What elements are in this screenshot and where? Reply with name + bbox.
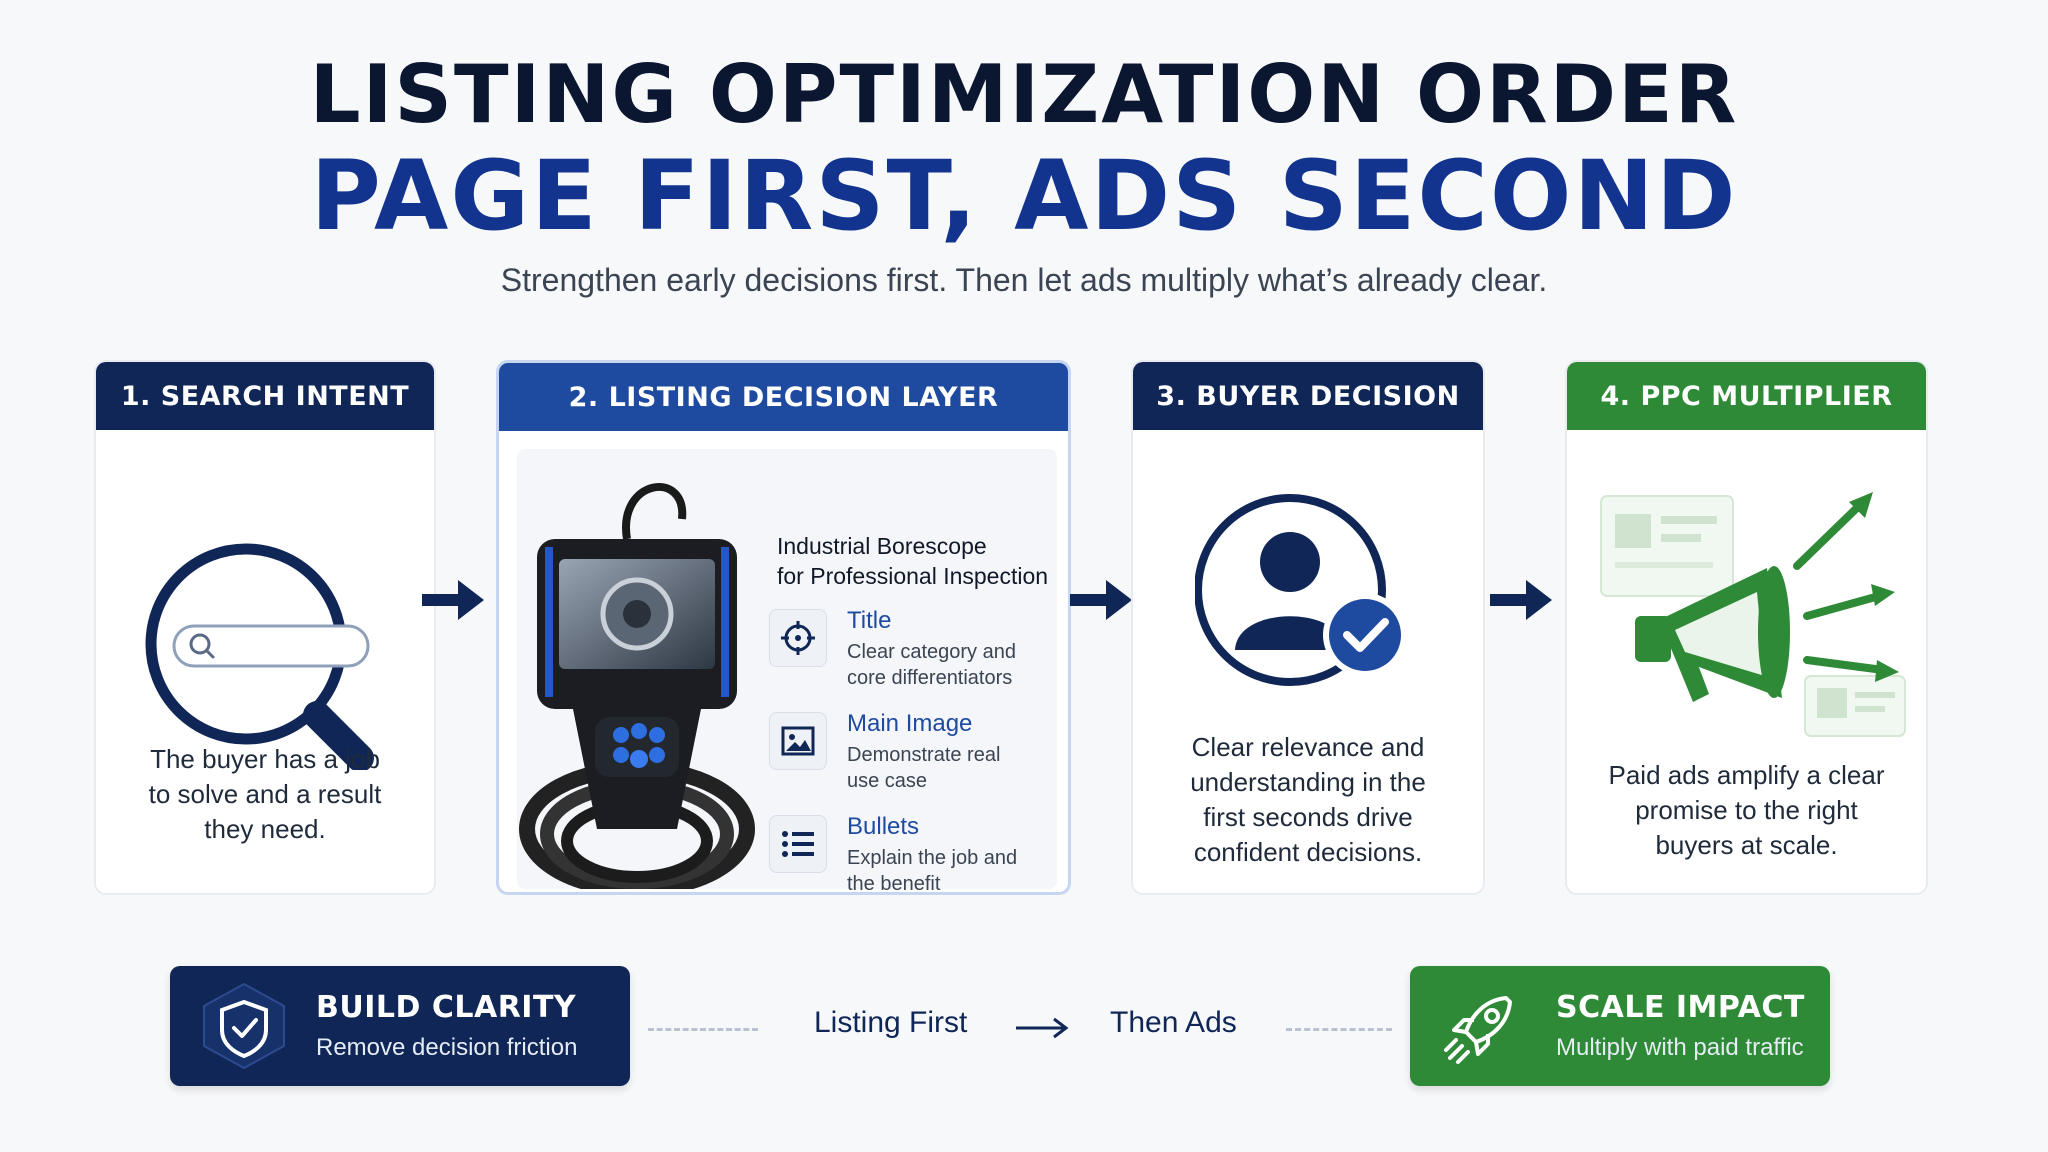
magnifier-search-icon <box>145 543 374 770</box>
shield-check-icon <box>203 982 285 1070</box>
step-text-line: promise to the right <box>1635 795 1858 825</box>
feature-bullets: Bullets Explain the job and the benefit <box>769 813 1059 895</box>
image-icon <box>769 712 827 770</box>
step-text-line: buyers at scale. <box>1655 830 1838 860</box>
arrow-right-icon <box>1490 580 1552 620</box>
step-text-line: they need. <box>204 814 326 844</box>
step-label: 3. BUYER DECISION <box>1133 362 1483 430</box>
feature-main-image: Main Image Demonstrate real use case <box>769 710 1059 808</box>
step-card-buyer-decision: 3. BUYER DECISION Clear relevance and un… <box>1131 360 1485 895</box>
step-text-line: The buyer has a job <box>150 744 380 774</box>
megaphone-ads-icon <box>1600 492 1906 737</box>
dashed-connector <box>648 1028 758 1031</box>
product-title-line: Industrial Borescope <box>777 533 987 559</box>
feature-desc-line: Explain the job and <box>847 847 1018 869</box>
banner-subtitle: Remove decision friction <box>316 1034 578 1061</box>
step-card-search-intent: 1. SEARCH INTENT The buyer has a job to … <box>94 360 436 895</box>
page-headline: PAGE FIRST, ADS SECOND <box>310 140 1738 252</box>
rocket-icon <box>1444 996 1512 1064</box>
step-text-line: to solve and a result <box>148 779 382 809</box>
feature-desc-line: Demonstrate real <box>847 744 1001 766</box>
feature-name: Title <box>847 607 892 634</box>
arrow-right-icon <box>1070 580 1132 620</box>
step-text-line: confident decisions. <box>1193 837 1423 867</box>
banner-title: BUILD CLARITY <box>316 990 577 1025</box>
step-text-line: Paid ads amplify a clear <box>1608 760 1885 790</box>
arrow-right-icon <box>422 580 484 620</box>
feature-name: Bullets <box>847 813 920 840</box>
feature-name: Main Image <box>847 710 973 737</box>
page-title: LISTING OPTIMIZATION ORDER <box>309 48 1739 141</box>
step-text-line: Clear relevance and <box>1191 732 1425 762</box>
step-text-line: understanding in the <box>1190 767 1426 797</box>
product-title-line: for Professional Inspection <box>777 563 1049 589</box>
user-check-icon <box>1195 494 1407 686</box>
step-card-listing-decision-layer: 2. LISTING DECISION LAYER <box>496 360 1071 895</box>
feature-desc-line: the benefit <box>847 873 941 895</box>
list-icon <box>769 815 827 873</box>
scale-impact-banner: SCALE IMPACT Multiply with paid traffic <box>1410 966 1830 1086</box>
feature-title: Title Clear category and core differenti… <box>769 607 1059 705</box>
page-subtitle: Strengthen early decisions first. Then l… <box>500 262 1548 298</box>
step-text-line: first seconds drive <box>1203 802 1413 832</box>
banner-title: SCALE IMPACT <box>1556 990 1805 1025</box>
step-label: 1. SEARCH INTENT <box>96 362 434 430</box>
crosshair-icon <box>769 609 827 667</box>
flow-arrow-icon <box>1016 1017 1069 1039</box>
build-clarity-banner: BUILD CLARITY Remove decision friction <box>170 966 630 1086</box>
step-card-ppc-multiplier: 4. PPC MULTIPLIER <box>1565 360 1928 895</box>
step-label: 2. LISTING DECISION LAYER <box>499 363 1068 431</box>
flow-label-then-ads: Then Ads <box>1110 1006 1237 1039</box>
step-label: 4. PPC MULTIPLIER <box>1567 362 1926 430</box>
feature-desc-line: core differentiators <box>847 667 1013 689</box>
banner-subtitle: Multiply with paid traffic <box>1556 1034 1804 1061</box>
feature-desc-line: use case <box>847 770 928 792</box>
borescope-product-image <box>519 483 755 889</box>
dashed-connector <box>1286 1028 1392 1031</box>
feature-desc-line: Clear category and <box>847 641 1016 663</box>
flow-label-listing-first: Listing First <box>814 1006 968 1039</box>
